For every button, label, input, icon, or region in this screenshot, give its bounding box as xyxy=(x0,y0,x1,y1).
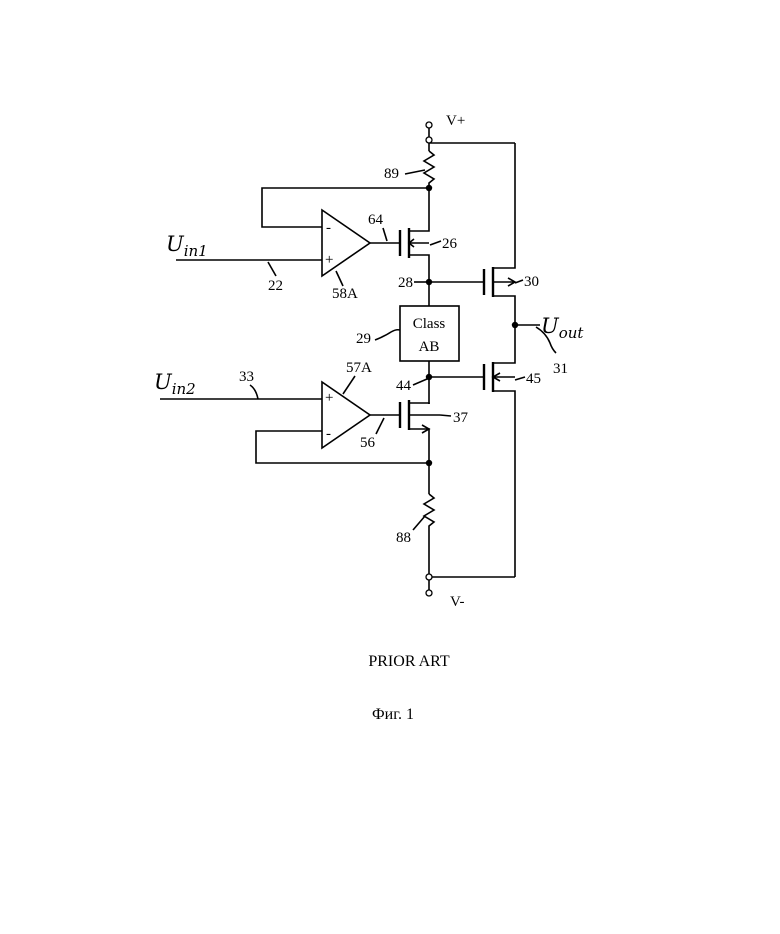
opamp-57a-plus: + xyxy=(325,390,333,406)
vplus-rail xyxy=(429,128,515,151)
prior-art-caption: PRIOR ART xyxy=(368,653,450,670)
vplus-terminal-top[interactable] xyxy=(426,122,432,128)
vplus-terminal[interactable] xyxy=(426,137,432,143)
node-31-label: 31 xyxy=(553,361,568,377)
resistor-89 xyxy=(424,151,434,188)
vplus-label: V+ xyxy=(446,113,465,129)
resistor-88-leader xyxy=(413,516,425,530)
wire-22-label: 22 xyxy=(268,278,283,294)
transistor-30-label: 30 xyxy=(524,274,539,290)
wire-56-label: 56 xyxy=(360,435,376,451)
transistor-30-leader xyxy=(515,280,523,283)
transistor-37-label: 37 xyxy=(453,410,469,426)
feedback-wire-opamp2 xyxy=(256,431,429,463)
node-44-leader xyxy=(413,379,427,385)
node-junction-89 xyxy=(426,185,432,191)
figure-caption: Фиг. 1 xyxy=(372,706,414,723)
node-44-label: 44 xyxy=(396,378,412,394)
resistor-88-label: 88 xyxy=(396,530,411,546)
wire-64-leader xyxy=(383,228,387,241)
vminus-rail xyxy=(429,577,515,590)
vminus-label: V- xyxy=(450,594,464,610)
classab-line2: AB xyxy=(419,339,440,355)
transistor-37 xyxy=(400,400,440,463)
transistor-26-leader xyxy=(430,241,441,245)
opamp-58a-minus: - xyxy=(326,220,331,236)
wire-56-leader xyxy=(376,418,384,434)
uin2-label: Uin2 xyxy=(154,370,196,398)
opamp-58a-plus: + xyxy=(325,252,333,268)
transistor-45-leader xyxy=(515,377,525,380)
transistor-45 xyxy=(484,325,515,577)
transistor-37-leader xyxy=(440,415,451,416)
wire-22-leader xyxy=(268,262,276,276)
opamp-57a-label: 57A xyxy=(346,360,372,376)
classab-line1: Class xyxy=(413,316,446,332)
node-28-label: 28 xyxy=(398,275,413,291)
opamp-57a-minus: - xyxy=(326,426,331,442)
opamp-58a-leader xyxy=(336,271,343,286)
uin1-label: Uin1 xyxy=(166,232,208,260)
resistor-89-leader xyxy=(405,170,425,174)
classab-leader xyxy=(375,330,400,340)
transistor-26 xyxy=(400,225,429,282)
feedback-wire-opamp1 xyxy=(262,188,429,227)
wire-33-label: 33 xyxy=(239,369,254,385)
resistor-88 xyxy=(424,494,434,574)
transistor-30 xyxy=(484,212,515,325)
opamp-58a-label: 58A xyxy=(332,286,358,302)
resistor-89-label: 89 xyxy=(384,166,399,182)
vminus-terminal[interactable] xyxy=(426,574,432,580)
opamp-57a-leader xyxy=(343,376,355,394)
wire-64-label: 64 xyxy=(368,212,384,228)
wire-33-leader xyxy=(250,385,258,399)
transistor-45-label: 45 xyxy=(526,371,541,387)
vminus-terminal-bottom[interactable] xyxy=(426,590,432,596)
transistor-26-label: 26 xyxy=(442,236,458,252)
classab-label: 29 xyxy=(356,331,371,347)
